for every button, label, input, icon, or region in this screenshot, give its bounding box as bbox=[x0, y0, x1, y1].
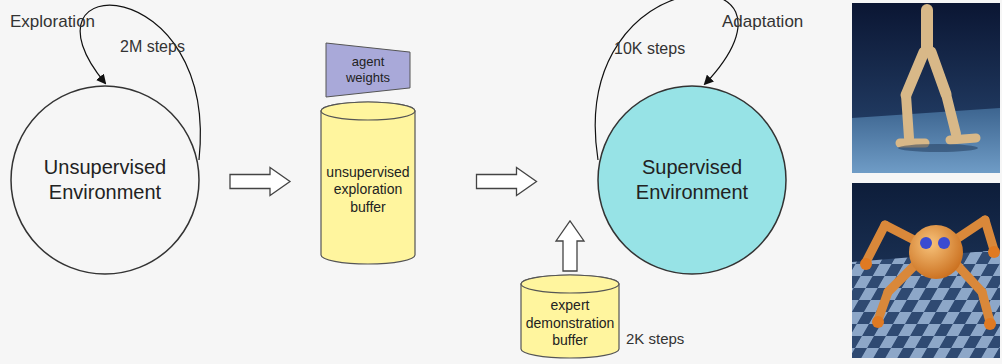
node-label: unsupervised exploration buffer bbox=[326, 164, 409, 217]
block-arrow bbox=[556, 221, 584, 271]
block-arrow bbox=[477, 168, 537, 196]
buffer-cylinder: unsupervised exploration buffer bbox=[320, 102, 416, 264]
environment-circle: Unsupervised Environment bbox=[10, 85, 200, 275]
environment-circle-outline bbox=[597, 85, 787, 275]
step-count: 2K steps bbox=[626, 330, 684, 347]
environment-circle-outline bbox=[10, 85, 200, 275]
node-label: Unsupervised Environment bbox=[32, 155, 178, 205]
node-label: expert demonstration buffer bbox=[526, 297, 615, 350]
buffer-cylinder: expert demonstration buffer bbox=[520, 275, 620, 358]
block-arrow bbox=[230, 168, 290, 196]
node-text-group: Unsupervised Environment bbox=[10, 85, 200, 275]
node-text-group: agent weights bbox=[325, 42, 411, 98]
node-text-group: unsupervised exploration buffer bbox=[320, 102, 416, 264]
environment-circle: Supervised Environment bbox=[597, 85, 787, 275]
ant-panel bbox=[852, 183, 1000, 358]
step-count: 2M steps bbox=[120, 38, 185, 56]
step-count: 10K steps bbox=[614, 40, 685, 58]
weights-trapezoid: agent weights bbox=[325, 42, 411, 98]
node-label: agent weights bbox=[331, 54, 405, 87]
phase-label: Adaptation bbox=[722, 12, 803, 32]
phase-label: Exploration bbox=[10, 12, 95, 32]
walker-panel bbox=[852, 3, 1000, 173]
node-text-group: expert demonstration buffer bbox=[520, 275, 620, 358]
node-text-group: Supervised Environment bbox=[597, 85, 787, 275]
node-label: Supervised Environment bbox=[619, 155, 765, 205]
